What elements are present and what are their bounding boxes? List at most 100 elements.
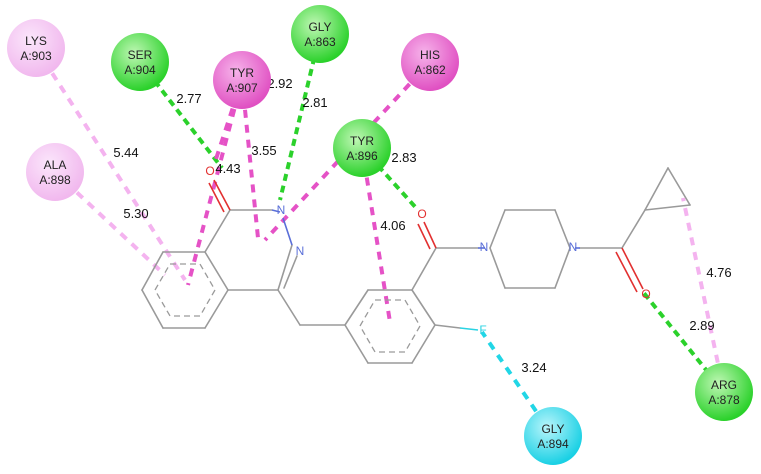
residue-name: LYS — [25, 34, 47, 48]
residue-name: ALA — [44, 158, 67, 172]
bond-c-f-b — [459, 327, 479, 331]
ligand-bonds — [141, 167, 691, 364]
bond-2 — [204, 251, 229, 291]
residue-bubble — [695, 363, 753, 421]
bond-22 — [554, 209, 571, 249]
bond-6 — [204, 209, 231, 253]
atom-n4: N — [569, 240, 578, 254]
bond-n1-n2 — [282, 217, 293, 246]
residue-name: ARG — [711, 378, 737, 392]
residue-bubble — [524, 407, 582, 465]
residue-bubble — [7, 19, 65, 77]
distance-label-ser904: 2.77 — [176, 91, 201, 106]
interaction-ser904 — [138, 60, 224, 170]
ligand-atoms: O N N O N N O F — [205, 164, 650, 337]
bond-8 — [277, 244, 293, 291]
bond-12 — [344, 289, 369, 326]
interaction-tyr907-c — [240, 79, 260, 239]
atom-n2: N — [296, 244, 305, 258]
residue-number: A:903 — [20, 49, 52, 63]
distance-label-gly863: 2.81 — [302, 95, 327, 110]
bond-c-o1-b — [208, 182, 225, 213]
interaction-arg878-p — [681, 197, 726, 393]
distance-label-tyr896-h: 2.83 — [391, 150, 416, 165]
bond-25 — [489, 247, 506, 289]
residue-name: GLY — [308, 20, 331, 34]
bond-15 — [411, 324, 436, 364]
distance-label-arg878-h: 2.89 — [689, 318, 714, 333]
atom-n1: N — [277, 203, 286, 217]
residue-number: A:907 — [226, 81, 258, 95]
residue-name: GLY — [541, 422, 564, 436]
aromatic-ring-central — [359, 299, 421, 353]
bond-29 — [667, 167, 691, 206]
bond-14 — [411, 289, 436, 326]
bond-27 — [621, 209, 646, 249]
distance-label-tyr907-a: 2.92 — [267, 76, 292, 91]
bond-cn-double — [283, 255, 298, 289]
residue-number: A:896 — [346, 149, 378, 163]
residue-bubble — [333, 119, 391, 177]
residue-number: A:878 — [708, 393, 740, 407]
bond-c-o2 — [423, 221, 437, 249]
distance-label-tyr907-b: 4.43 — [215, 161, 240, 176]
distance-label-tyr896-p: 4.06 — [380, 218, 405, 233]
residue-name: TYR — [230, 66, 254, 80]
bond-3 — [204, 289, 229, 329]
residue-bubble — [26, 143, 84, 201]
aromatic-ring-benzo — [154, 263, 216, 317]
residue-number: A:904 — [124, 63, 156, 77]
residue-number: A:862 — [414, 63, 446, 77]
distance-label-arg878-p: 4.76 — [706, 265, 731, 280]
atom-n3: N — [480, 240, 489, 254]
bond-c-o3 — [621, 247, 644, 290]
atom-o3: O — [641, 287, 650, 301]
interaction-lines — [34, 33, 726, 438]
residue-name: TYR — [350, 134, 374, 148]
bond-n1 — [271, 209, 281, 213]
distance-label-lys903: 5.44 — [113, 145, 138, 160]
atom-o2: O — [417, 207, 426, 221]
bond-c-o2-b — [417, 223, 431, 250]
bond-18 — [411, 247, 437, 291]
atom-o1: O — [205, 164, 214, 178]
bond-23 — [554, 247, 571, 289]
residue-number: A:894 — [537, 437, 569, 451]
residue-bubble — [111, 33, 169, 91]
distance-label-ala898: 5.30 — [123, 206, 148, 221]
bond-c-f — [434, 324, 461, 329]
residue-bubble — [213, 51, 271, 109]
distance-labels: 5.445.302.772.924.433.552.814.842.834.06… — [113, 76, 731, 375]
distance-label-gly894: 3.24 — [521, 360, 546, 375]
residue-name: SER — [128, 48, 153, 62]
interaction-arg878-h — [641, 290, 726, 394]
bond-20 — [489, 209, 506, 249]
residue-bubble — [401, 33, 459, 91]
bond-17 — [344, 324, 369, 364]
bond-5 — [141, 289, 164, 329]
bond-c-o1 — [213, 179, 231, 211]
residue-name: HIS — [420, 48, 440, 62]
atom-f1: F — [479, 323, 486, 337]
distance-label-tyr907-c: 3.55 — [251, 143, 276, 158]
bond-28 — [644, 167, 669, 211]
interaction-lys903 — [34, 46, 187, 282]
bond-30 — [644, 204, 691, 211]
residue-number: A:898 — [39, 173, 71, 187]
bond-0 — [141, 251, 164, 291]
bond-c-o3-b — [615, 251, 638, 293]
bond-10 — [277, 289, 301, 326]
residue-number: A:863 — [304, 35, 336, 49]
interaction-ala898 — [53, 170, 167, 277]
